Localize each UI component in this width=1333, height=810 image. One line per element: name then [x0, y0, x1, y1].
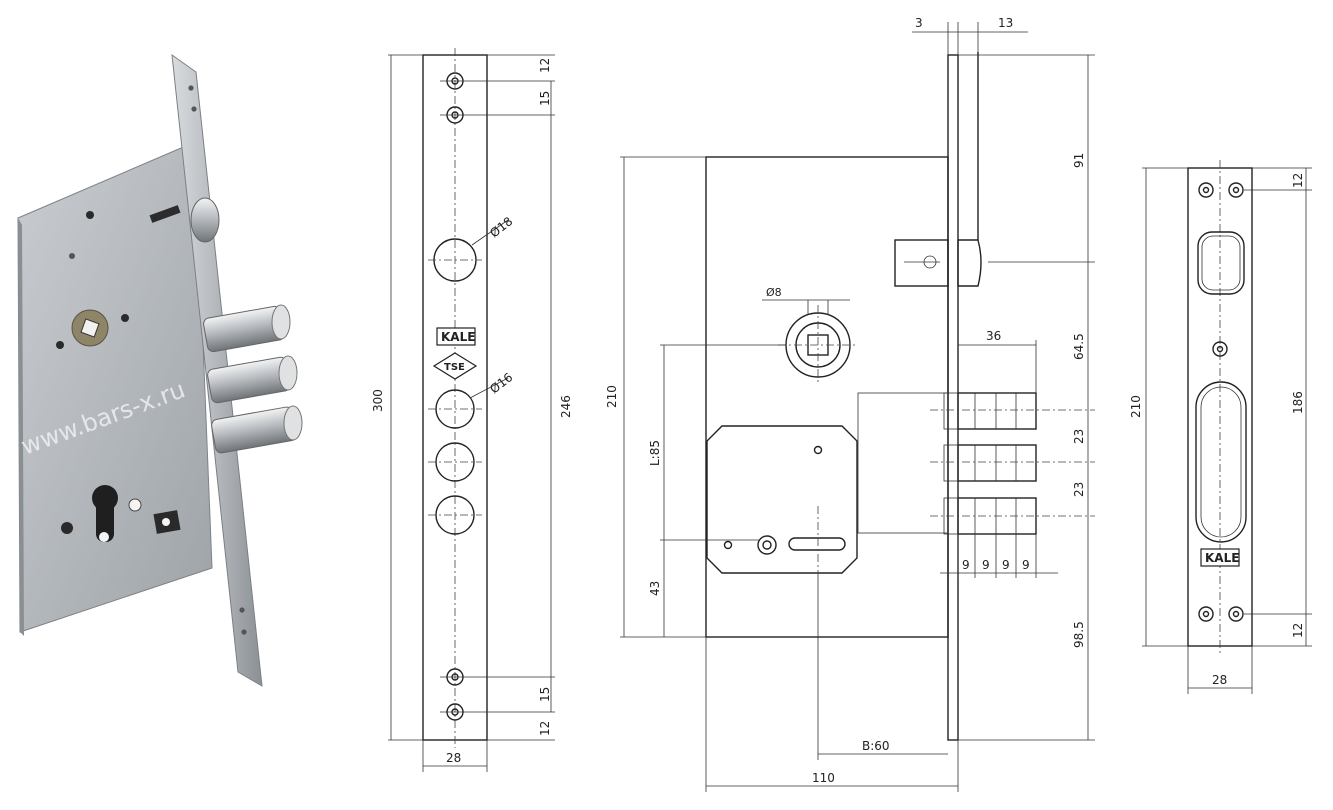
svg-text:12: 12 — [538, 721, 552, 736]
svg-text:TSE: TSE — [444, 362, 465, 373]
svg-text:9: 9 — [1022, 558, 1030, 572]
svg-text:12: 12 — [1291, 173, 1305, 188]
faceplate-width-dim: 28 — [446, 751, 461, 765]
case-outline — [705, 156, 949, 638]
side-spindle-hub: Ø8 — [762, 286, 858, 385]
plate-thickness-dim: 3 — [915, 16, 923, 30]
strike-plate-view: KALE 210 12 186 12 28 — [1129, 160, 1312, 694]
svg-text:KALE: KALE — [441, 330, 475, 344]
svg-text:9: 9 — [982, 558, 990, 572]
bolt-pitch-1-dim: 23 — [1072, 429, 1086, 444]
depth-dim: 110 — [812, 771, 835, 785]
svg-text:12: 12 — [538, 58, 552, 73]
hole-small-label: Ø16 — [487, 370, 515, 396]
faceplate-screw-holes — [440, 72, 555, 721]
svg-text:9: 9 — [962, 558, 970, 572]
plate-offset-dim: 13 — [998, 16, 1013, 30]
faceplate-outline — [422, 54, 488, 741]
strike-kale-logo — [1200, 548, 1240, 567]
strike-latch-opening — [1197, 231, 1245, 295]
strike-height-dim: 210 — [1129, 395, 1143, 418]
cylinder-offset-dim: 43 — [648, 581, 662, 596]
side-latch — [894, 52, 982, 287]
faceplate-kale-logo — [436, 327, 476, 346]
top-to-latch-dim: 91 — [1072, 153, 1086, 168]
lock-render: www.bars-x.ru — [17, 53, 303, 687]
cylinder-cutout — [92, 485, 118, 542]
bolt-throw-dim: 36 — [986, 329, 1001, 343]
faceplate-length-dim: 300 — [371, 389, 385, 412]
dead-bolts — [203, 304, 303, 454]
side-bolts — [930, 392, 1095, 535]
strike-hole-span-dim: 186 — [1291, 391, 1305, 414]
svg-text:15: 15 — [538, 687, 552, 702]
backset-dim: B:60 — [862, 739, 890, 753]
bottom-dim: 98.5 — [1072, 621, 1086, 648]
bolt-holes — [428, 389, 482, 535]
side-faceplate — [947, 54, 959, 741]
svg-text:KALE: KALE — [1205, 551, 1239, 565]
spindle-dim: Ø8 — [766, 286, 782, 299]
faceplate-view: Ø18 KALE TSE Ø16 300 246 12 15 15 12 — [371, 48, 573, 772]
strike-bolt-slot — [1195, 381, 1247, 543]
cylinder-plate — [706, 425, 858, 574]
tse-mark — [432, 352, 478, 380]
lock-case-edge — [18, 218, 24, 636]
svg-text:12: 12 — [1291, 623, 1305, 638]
lock-body-view: Ø8 3 13 — [605, 16, 1095, 792]
hole-large-label: Ø18 — [487, 214, 515, 240]
body-height-dim: 210 — [605, 385, 619, 408]
latch-to-bolt-dim: 64.5 — [1072, 333, 1086, 360]
centre-distance-dim: L:85 — [648, 440, 662, 466]
faceplate-hole-span-dim: 246 — [559, 395, 573, 418]
svg-text:9: 9 — [1002, 558, 1010, 572]
strike-width-dim: 28 — [1212, 673, 1227, 687]
latch-bolt — [190, 197, 220, 243]
bolt-pitch-2-dim: 23 — [1072, 482, 1086, 497]
svg-text:15: 15 — [538, 91, 552, 106]
